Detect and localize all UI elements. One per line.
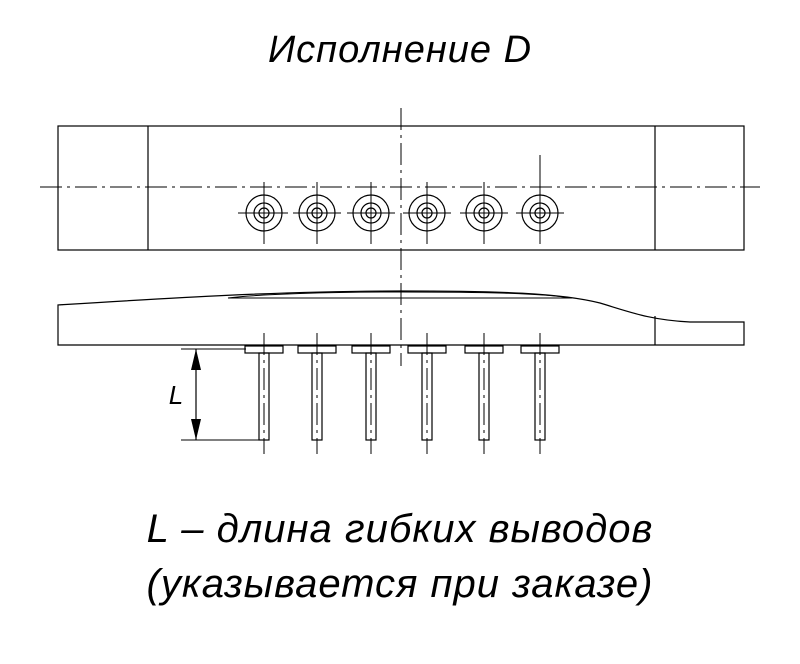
side-view-top-inlay: [227, 291, 573, 299]
flexible-leads: [244, 333, 560, 454]
top-view: [40, 108, 760, 366]
dimension-l: L: [169, 348, 262, 441]
pin-hole: [293, 182, 341, 244]
flexible-lead: [520, 333, 560, 454]
flexible-lead: [297, 333, 337, 454]
flexible-lead: [464, 333, 504, 454]
drawing-title: Исполнение D: [268, 29, 532, 71]
pin-hole: [460, 182, 508, 244]
dimension-arrow-top: [191, 349, 201, 370]
pin-hole: [347, 182, 395, 244]
flexible-lead: [407, 333, 447, 454]
pin-holes: [238, 155, 564, 244]
flexible-lead: [351, 333, 391, 454]
dimension-arrow-bottom: [191, 419, 201, 440]
pin-hole: [403, 182, 451, 244]
pin-hole: [516, 155, 564, 244]
caption-line-2: (указывается при заказе): [147, 562, 654, 606]
side-view-body: [57, 290, 745, 346]
dimension-label: L: [169, 380, 183, 410]
pin-hole: [238, 182, 288, 244]
flexible-lead: [244, 333, 284, 454]
caption-line-1: L – длина гибких выводов: [147, 507, 654, 551]
side-view: [57, 290, 745, 454]
